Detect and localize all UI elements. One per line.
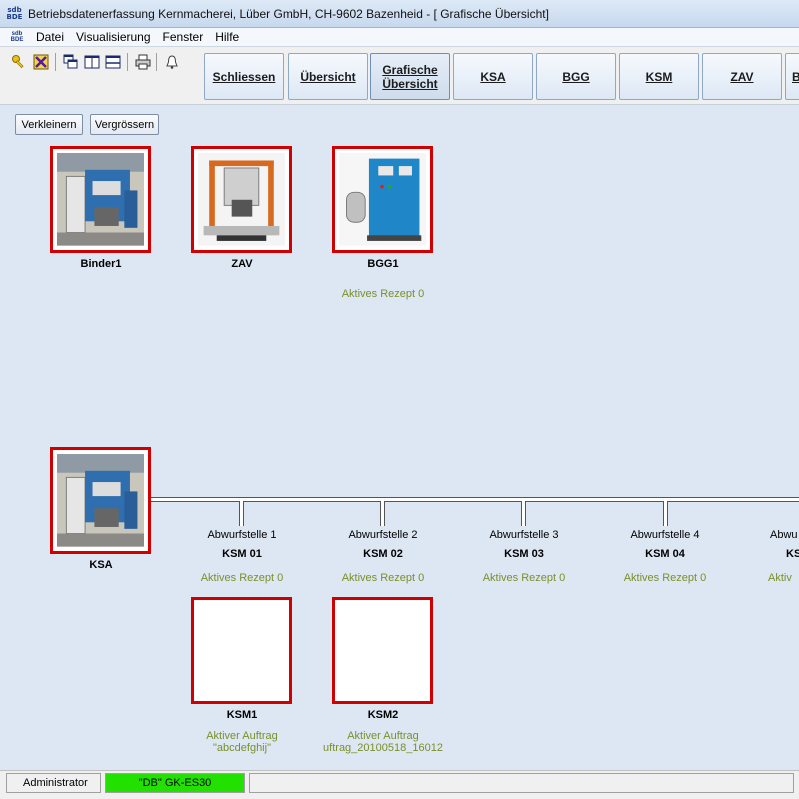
printer-icon[interactable]: [134, 53, 152, 71]
machine-ksm1-order-label: Aktiver Auftrag: [206, 730, 278, 742]
menu-datei[interactable]: Datei: [36, 30, 65, 44]
station-3-machine: KSM 03: [504, 548, 544, 560]
cascade-windows-icon[interactable]: [62, 53, 80, 71]
machine-ksm1[interactable]: [191, 597, 292, 704]
station-3-place: Abwurfstelle 3: [489, 529, 559, 541]
machine-ksm2-order: uftrag_20100518_16012: [323, 742, 443, 754]
tile-vertical-icon[interactable]: [83, 53, 101, 71]
title-bar: sdb BDE Betriebsdatenerfassung Kernmache…: [0, 0, 799, 28]
vergroessern-button[interactable]: Vergrössern: [90, 114, 159, 135]
station-4-machine: KSM 04: [645, 548, 685, 560]
menu-icon-bottom-text: BDE: [10, 37, 24, 43]
station-5-place: Abwu: [770, 529, 798, 541]
machine-zav[interactable]: [191, 146, 292, 253]
app-icon-top-text: sdb: [7, 5, 22, 14]
bgg-button[interactable]: BGG: [536, 53, 616, 100]
machine-ksa-label: KSA: [89, 559, 113, 571]
station-4-place: Abwurfstelle 4: [630, 529, 700, 541]
drop-point-connector-1: [239, 501, 244, 526]
station-2-machine: KSM 02: [363, 548, 403, 560]
station-3-recipe: Aktives Rezept 0: [482, 572, 566, 584]
machine-binder1-label: Binder1: [80, 258, 122, 270]
menu-bar: sdb BDE Datei Visualisierung Fenster Hil…: [0, 28, 799, 47]
station-1-place: Abwurfstelle 1: [207, 529, 277, 541]
status-bar: Administrator "DB" GK-ES30: [0, 770, 799, 799]
key-icon[interactable]: [10, 53, 28, 71]
ksa-machine-image: [57, 454, 144, 547]
machine-ksm2-order-label: Aktiver Auftrag: [347, 730, 419, 742]
ksa-button[interactable]: KSA: [453, 53, 533, 100]
station-5-recipe: Aktiv: [768, 572, 792, 584]
station-1-recipe: Aktives Rezept 0: [200, 572, 284, 584]
toolbar: Schliessen Übersicht Grafische Übersicht…: [0, 47, 799, 105]
schliessen-button[interactable]: Schliessen: [204, 53, 284, 100]
toolbar-separator: [127, 53, 128, 71]
status-database: "DB" GK-ES30: [105, 773, 245, 793]
graphic-overview-canvas: Verkleinern Vergrössern Binder1 ZAV: [0, 105, 799, 770]
station-4-recipe: Aktives Rezept 0: [623, 572, 707, 584]
station-2-place: Abwurfstelle 2: [348, 529, 418, 541]
window-title: Betriebsdatenerfassung Kernmacherei, Lüb…: [28, 6, 549, 21]
toolbar-separator: [55, 53, 56, 71]
verkleinern-button[interactable]: Verkleinern: [15, 114, 83, 135]
machine-ksm1-order: "abcdefghij": [213, 742, 271, 754]
bell-icon[interactable]: [163, 53, 181, 71]
machine-binder1[interactable]: [50, 146, 151, 253]
cancel-icon[interactable]: [32, 53, 50, 71]
menu-visualisierung[interactable]: Visualisierung: [76, 30, 151, 44]
machine-bgg1-label: BGG1: [367, 258, 399, 270]
machine-ksm2-label: KSM2: [367, 709, 399, 721]
drop-point-connector-2: [380, 501, 385, 526]
drop-point-connector-4: [663, 501, 668, 526]
status-message-panel: [249, 773, 794, 793]
app-icon[interactable]: sdb BDE: [6, 5, 23, 22]
zav-button[interactable]: ZAV: [702, 53, 782, 100]
machine-bgg1-status: Aktives Rezept 0: [341, 288, 425, 300]
machine-ksm1-label: KSM1: [226, 709, 258, 721]
b-button[interactable]: B: [785, 53, 799, 100]
ksm-button[interactable]: KSM: [619, 53, 699, 100]
app-icon-bottom-text: BDE: [6, 12, 23, 21]
zav-machine-image: [198, 153, 285, 246]
machine-zav-label: ZAV: [231, 258, 253, 270]
document-system-menu-icon[interactable]: sdb BDE: [8, 30, 26, 45]
station-1-machine: KSM 01: [222, 548, 262, 560]
binder-machine-image: [57, 153, 144, 246]
machine-ksm2[interactable]: [332, 597, 433, 704]
tile-horizontal-icon[interactable]: [104, 53, 122, 71]
menu-icon-top-text: sdb: [11, 31, 23, 37]
bgg-machine-image: [339, 153, 426, 246]
station-2-recipe: Aktives Rezept 0: [341, 572, 425, 584]
uebersicht-button[interactable]: Übersicht: [288, 53, 368, 100]
machine-ksa[interactable]: [50, 447, 151, 554]
toolbar-separator: [156, 53, 157, 71]
drop-point-connector-3: [521, 501, 526, 526]
conveyor-line: [151, 497, 799, 502]
status-user: Administrator: [6, 773, 101, 793]
menu-hilfe[interactable]: Hilfe: [215, 30, 240, 44]
menu-fenster[interactable]: Fenster: [162, 30, 204, 44]
grafische-uebersicht-button[interactable]: Grafische Übersicht: [370, 53, 450, 100]
station-5-machine: KS: [786, 548, 799, 560]
machine-bgg1[interactable]: [332, 146, 433, 253]
